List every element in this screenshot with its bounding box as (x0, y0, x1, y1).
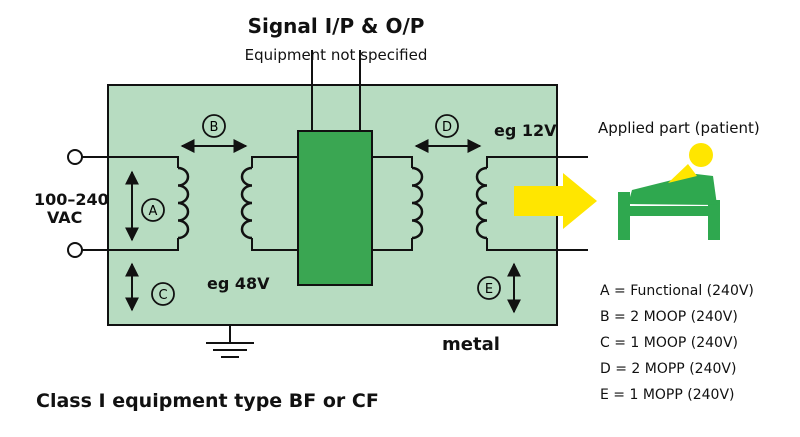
input-terminal-bottom (67, 242, 83, 258)
svg-text:E: E (485, 282, 493, 297)
patient-bed-icon (618, 143, 720, 240)
svg-text:C: C (158, 288, 167, 303)
primary-lead-bottom (82, 238, 179, 251)
svg-text:D: D (442, 120, 452, 135)
svg-text:B: B (210, 120, 219, 135)
legend-row-b: B = 2 MOOP (240V) (600, 309, 738, 325)
left-secondary-voltage: eg 48V (207, 274, 270, 293)
transformer1-primary-coil (177, 166, 190, 240)
ground-icon (206, 325, 254, 358)
marker-d: D (435, 114, 459, 138)
marker-e: E (477, 276, 501, 300)
marker-b: B (202, 114, 226, 138)
svg-text:A: A (149, 204, 158, 219)
primary-lead-top (82, 156, 179, 168)
marker-a: A (141, 198, 165, 222)
legend-row-a: A = Functional (240V) (600, 283, 754, 299)
legend-row-d: D = 2 MOPP (240V) (600, 361, 737, 377)
transformer1-secondary-coil (240, 166, 253, 240)
input-voltage-line2: VAC (47, 208, 83, 227)
diagram-subtitle: Equipment not specified (244, 46, 428, 64)
isolation-module (297, 130, 373, 286)
transformer2-primary-coil (411, 166, 424, 240)
classification-label: Class I equipment type BF or CF (36, 390, 379, 412)
input-voltage-line1: 100–240 (34, 190, 109, 209)
marker-c: C (151, 282, 175, 306)
input-terminal-top (67, 149, 83, 165)
secondary-lead-top (251, 156, 298, 168)
diagram-title: Signal I/P & O/P (247, 14, 425, 38)
applied-part-label: Applied part (patient) (598, 119, 760, 137)
secondary-lead-bottom (251, 238, 298, 251)
module-lead-top (372, 156, 413, 168)
enclosure-material-label: metal (442, 334, 500, 355)
legend-row-e: E = 1 MOPP (240V) (600, 387, 735, 403)
applied-part-arrow-icon (514, 173, 597, 229)
transformer2-secondary-coil (475, 166, 488, 240)
right-voltage: eg 12V (494, 121, 557, 140)
output-lead-bottom (486, 238, 588, 251)
module-lead-bottom (372, 238, 413, 251)
legend-row-c: C = 1 MOOP (240V) (600, 335, 738, 351)
output-lead-top (486, 156, 588, 168)
